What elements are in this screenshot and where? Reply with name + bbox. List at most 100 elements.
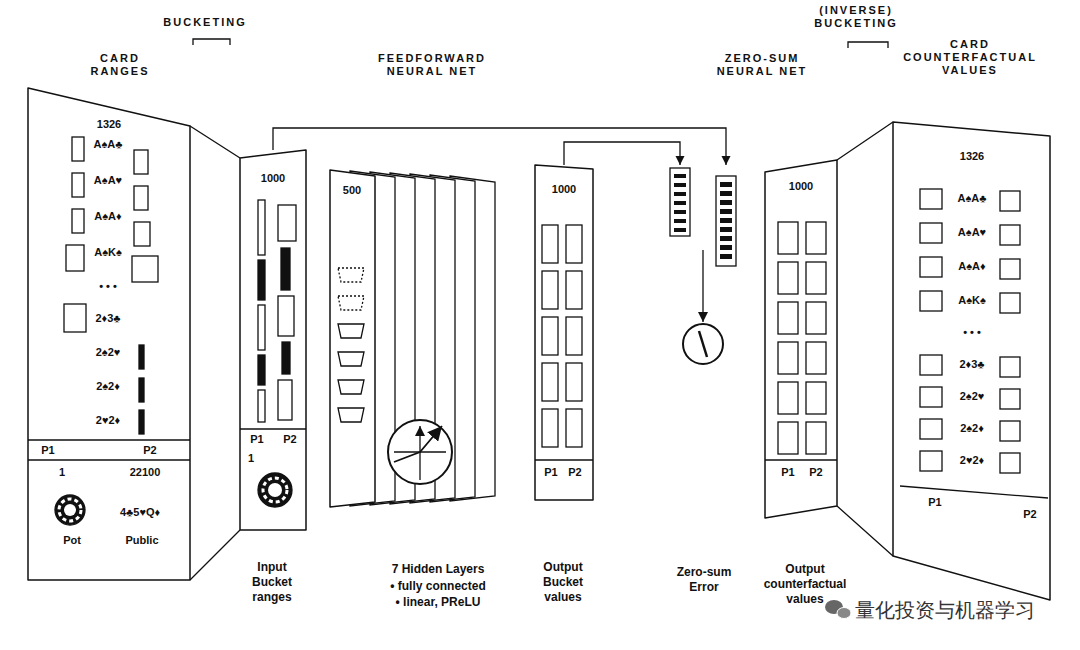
range-bar [258,355,265,385]
hand-label: 2♠2♥ [96,346,121,359]
range-bar [134,186,148,210]
board-count: 22100 [130,466,161,479]
value-vector [670,168,690,236]
value-box [806,342,826,374]
vector-entries [674,174,686,232]
value-box [920,387,942,407]
section-heading: CARD RANGES [80,52,160,78]
vector-entry [720,200,732,205]
panel-size: 1000 [789,180,813,193]
bracket [193,39,230,45]
player-label: P1 [544,466,557,479]
value-box [920,189,942,209]
pot-value: 1 [248,452,254,465]
value-box [1000,357,1020,377]
range-bar [66,245,84,271]
bucket-value-box [566,271,582,309]
vector-entry [720,227,732,232]
range-bar [258,390,265,422]
panel-size: 1000 [552,183,576,196]
vector-entry [674,174,686,178]
pot-label: Pot [63,534,81,547]
connector [190,126,240,580]
vector-entry [674,219,686,223]
bucket-value-box [566,225,582,263]
activation-icon [388,420,452,484]
bucket-range-panel: 1000Input Bucket ranges [240,150,306,530]
hand-label: A♠K♠ [94,246,122,259]
connector [273,128,726,165]
hand-label: A♠A♦ [94,210,121,223]
poker-chip [258,473,292,507]
bucket-value-box [566,317,582,355]
player-label: P2 [568,466,581,479]
caption: Output Bucket values [531,560,595,605]
hand-label: A♠A♥ [958,226,986,239]
panel-outline [765,160,837,518]
value-box [778,382,798,414]
panel-size: 1326 [960,150,984,163]
prelu-curve [394,426,442,462]
range-bar [281,248,290,290]
value-box [1000,259,1020,279]
hand-label: A♠A♣ [94,138,123,151]
poker-chip [55,495,85,525]
panel-outline [535,165,593,500]
watermark-icon [837,608,851,619]
bucket-value-box [542,363,558,401]
panel-outline [330,170,375,507]
value-box [778,222,798,254]
subtract-symbol [683,324,723,364]
poker-chip [263,478,287,502]
subtract-symbol [699,331,707,357]
layer-size: 500 [343,184,361,197]
card-range-panel: 1326 [28,88,190,580]
panel-outline [28,88,190,580]
value-box [1000,421,1020,441]
poker-chip [268,483,282,497]
range-bar [64,304,86,332]
range-bar [134,150,148,174]
value-box [806,382,826,414]
vector-entry [674,228,686,232]
vector-entry [674,192,686,196]
caption: 7 Hidden Layers [392,562,485,577]
range-bar [278,380,292,420]
bracket [848,42,888,48]
section-heading: ZERO-SUM NEURAL NET [707,52,817,78]
player-label: P1 [250,433,263,446]
public-cards: 4♣5♥Q♦ [120,506,160,519]
player-label: P2 [283,433,296,446]
range-bar [278,205,296,241]
flow-arrow [702,250,703,322]
watermark: 量化投资与机器学习 [855,598,1035,622]
bucket-value-box [566,409,582,447]
bucket-value-box [542,409,558,447]
value-box [920,451,942,471]
section-heading: FEEDFORWARD NEURAL NET [357,52,507,78]
connector [837,122,893,556]
hidden-layer: 5007 Hidden Layers• fully connected• lin… [330,170,375,507]
neuron [338,268,364,282]
player-label: P2 [809,466,822,479]
public-label: Public [125,534,158,547]
panel-outline [765,160,837,518]
value-box [1000,191,1020,211]
value-box [778,302,798,334]
player-label: P2 [1023,508,1036,521]
hand-label: A♠K♠ [958,294,986,307]
hand-label: 2♦3♣ [95,312,120,325]
range-bar [258,200,265,255]
counterfactual-panel: 1000Output counterfactual values [765,160,837,518]
panel-size: 1000 [261,172,285,185]
value-box [920,419,942,439]
panel-outline [893,122,1050,600]
caption-bullet: • linear, PReLU [396,595,481,610]
range-bar [278,296,294,336]
divider-line [28,459,190,460]
value-box [778,342,798,374]
bucket-value-box [566,363,582,401]
hand-label: A♠A♥ [94,174,122,187]
